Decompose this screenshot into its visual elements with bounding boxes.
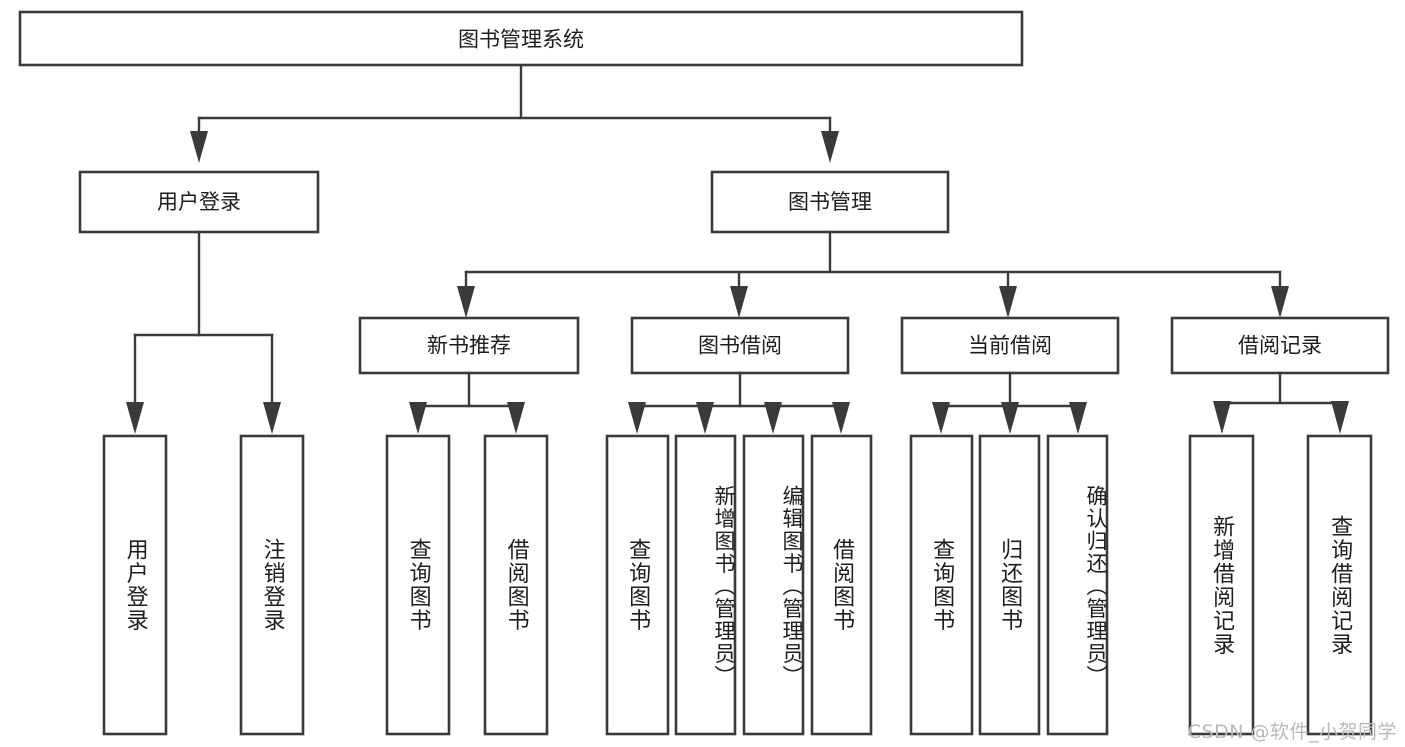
leaf-box-cb-confirm-return[interactable] (1046, 434, 1109, 736)
arrow-to-cb-leaf-3 (1069, 402, 1087, 434)
arrow-to-borrow-records (1271, 286, 1289, 318)
arrow-to-bb-leaf-2 (696, 402, 714, 434)
book-borrow-box[interactable] (630, 316, 850, 375)
book-management-label: 图书管理 (788, 190, 872, 214)
leaf-box-bb-add-book[interactable] (674, 434, 737, 736)
csdn-watermark: CSDN @软件_小贺同学 (1187, 721, 1397, 743)
new-book-recommend-label: 新书推荐 (427, 334, 511, 358)
arrow-to-br-leaf-2 (1331, 401, 1349, 434)
root-box[interactable] (18, 10, 1024, 67)
leaf-box-cb-query-book[interactable] (909, 434, 974, 736)
arrow-to-cb-leaf-2 (1001, 402, 1019, 434)
arrow-to-leaf-user-login (126, 402, 144, 434)
leaf-box-nb-borrow-book[interactable] (483, 434, 549, 736)
arrow-to-br-leaf-1 (1213, 401, 1231, 434)
book-management-box[interactable] (710, 170, 950, 234)
arrow-to-nb-leaf-1 (409, 402, 427, 434)
leaf-box-bb-edit-book[interactable] (742, 434, 805, 736)
arrow-to-current-borrow (999, 286, 1017, 318)
arrow-to-new-book-recommend (457, 286, 475, 318)
node-book-management[interactable]: 图书管理 (710, 170, 950, 234)
arrow-to-bb-leaf-3 (764, 402, 782, 434)
leaf-box-br-query-record[interactable] (1306, 434, 1373, 736)
node-borrow-records[interactable]: 借阅记录 (1170, 316, 1390, 375)
arrow-to-user-login (190, 131, 208, 163)
node-root[interactable]: 图书管理系统 (18, 10, 1024, 67)
node-new-book-recommend[interactable]: 新书推荐 (358, 316, 580, 375)
root-label: 图书管理系统 (458, 28, 584, 52)
arrow-to-book-mgmt (821, 131, 839, 163)
leaf-box-bb-borrow-book[interactable] (810, 434, 873, 736)
borrow-records-label: 借阅记录 (1238, 334, 1322, 358)
arrow-to-bb-leaf-1 (628, 402, 646, 434)
leaf-box-user-login[interactable] (102, 434, 168, 736)
node-user-login[interactable]: 用户登录 (78, 170, 320, 234)
current-borrow-box[interactable] (900, 316, 1120, 375)
arrow-to-book-borrow (730, 286, 748, 318)
arrow-to-cb-leaf-1 (932, 402, 950, 434)
leaf-box-logout[interactable] (239, 434, 305, 736)
leaf-box-br-add-record[interactable] (1188, 434, 1255, 736)
user-login-label: 用户登录 (157, 190, 241, 214)
new-book-recommend-box[interactable] (358, 316, 580, 375)
leaf-box-bb-query-book[interactable] (605, 434, 670, 736)
borrow-records-box[interactable] (1170, 316, 1390, 375)
arrow-to-leaf-logout (263, 402, 281, 434)
leaf-box-nb-query-book[interactable] (385, 434, 451, 736)
current-borrow-label: 当前借阅 (968, 334, 1052, 358)
node-current-borrow[interactable]: 当前借阅 (900, 316, 1120, 375)
leaf-box-cb-return-book[interactable] (978, 434, 1041, 736)
book-borrow-label: 图书借阅 (698, 334, 782, 358)
node-book-borrow[interactable]: 图书借阅 (630, 316, 850, 375)
arrow-to-nb-leaf-2 (507, 402, 525, 434)
arrow-to-bb-leaf-4 (832, 402, 850, 434)
